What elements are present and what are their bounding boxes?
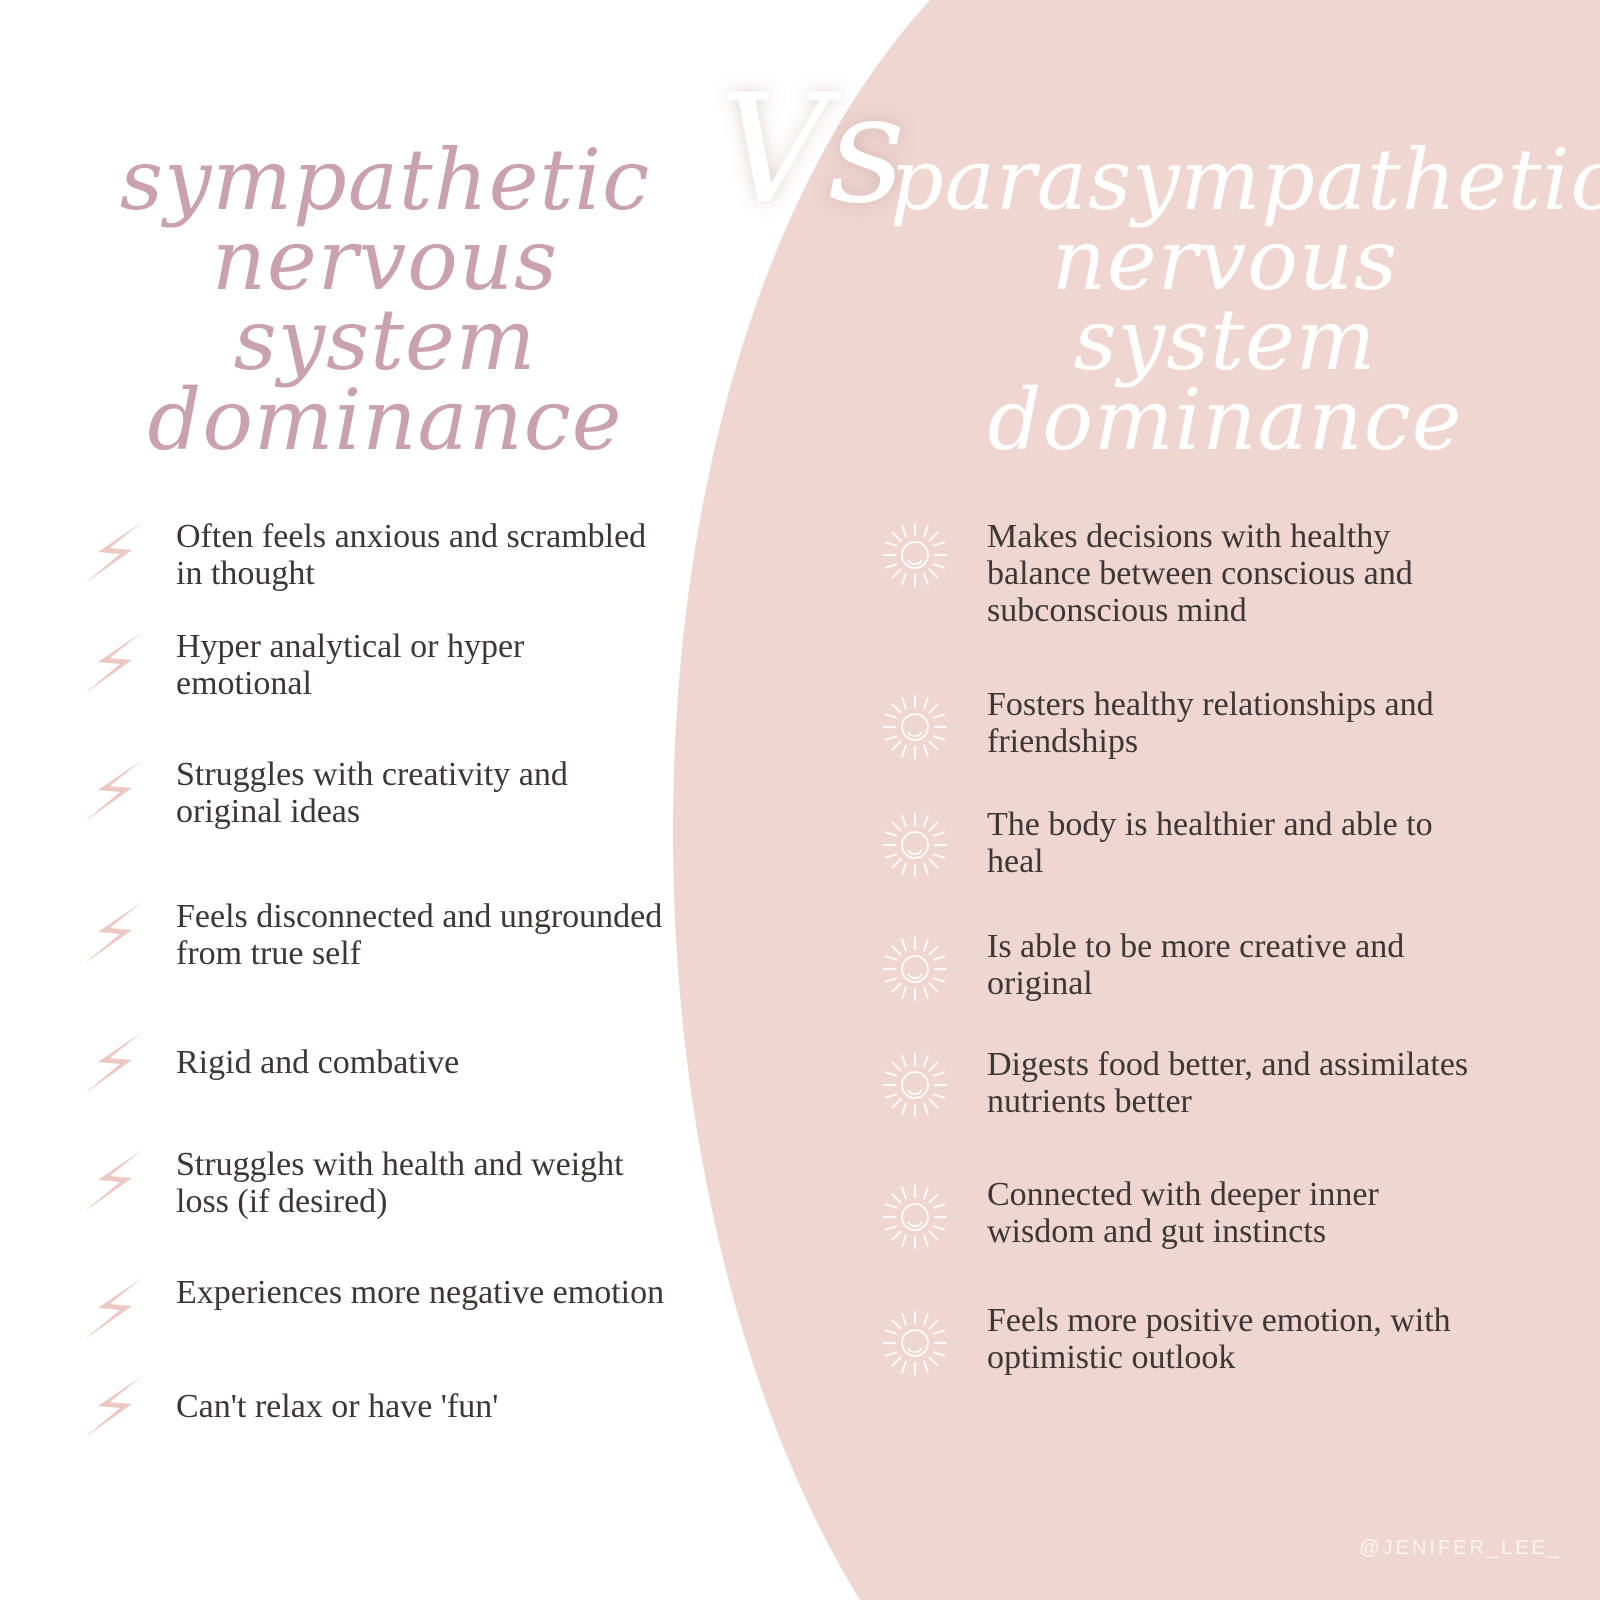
lightning-bolt-icon bbox=[84, 1278, 142, 1340]
sympathetic-title-line2: nervous system bbox=[211, 211, 559, 389]
sun-icon bbox=[883, 1311, 947, 1375]
parasympathetic-trait-text: The body is healthier and able to heal bbox=[987, 806, 1433, 880]
lightning-bolt-icon bbox=[84, 1032, 142, 1094]
sympathetic-title-line3: dominance bbox=[147, 371, 623, 469]
versus-label: Vs bbox=[720, 63, 906, 237]
lightning-bolt-icon bbox=[84, 1150, 142, 1212]
parasympathetic-trait-text: Feels more positive emotion, with optimi… bbox=[987, 1302, 1451, 1376]
sun-icon bbox=[883, 937, 947, 1001]
sympathetic-trait-text: Rigid and combative bbox=[176, 1044, 460, 1081]
sympathetic-trait-text: Can't relax or have 'fun' bbox=[176, 1388, 499, 1425]
sympathetic-trait-text: Experiences more negative emotion bbox=[176, 1274, 665, 1311]
parasympathetic-trait-text: Digests food better, and assimilates nut… bbox=[987, 1046, 1469, 1120]
sympathetic-title: sympathetic nervous system dominance bbox=[90, 138, 680, 462]
lightning-bolt-icon bbox=[84, 1376, 142, 1438]
parasympathetic-trait-text: Connected with deeper inner wisdom and g… bbox=[987, 1176, 1379, 1250]
sympathetic-trait-text: Struggles with health and weight loss (i… bbox=[176, 1146, 624, 1220]
sun-icon bbox=[883, 1053, 947, 1117]
parasympathetic-title-line2: nervous system bbox=[1051, 211, 1399, 389]
parasympathetic-trait-text: Makes decisions with healthy balance bet… bbox=[987, 518, 1413, 629]
sun-icon bbox=[883, 1185, 947, 1249]
parasympathetic-title-line3: dominance bbox=[987, 371, 1463, 469]
parasympathetic-trait-text: Is able to be more creative and original bbox=[987, 928, 1405, 1002]
parasympathetic-traits-list: Makes decisions with healthy balance bet… bbox=[880, 0, 1580, 1600]
parasympathetic-title-line1: parasympathetic bbox=[890, 131, 1600, 229]
lightning-bolt-icon bbox=[84, 902, 142, 964]
sympathetic-trait-text: Struggles with creativity and original i… bbox=[176, 756, 568, 830]
parasympathetic-trait-text: Fosters healthy relationships and friend… bbox=[987, 686, 1434, 760]
sympathetic-trait-text: Hyper analytical or hyper emotional bbox=[176, 628, 525, 702]
sympathetic-trait-text: Feels disconnected and ungrounded from t… bbox=[176, 898, 663, 972]
lightning-bolt-icon bbox=[84, 632, 142, 694]
lightning-bolt-icon bbox=[84, 760, 142, 822]
sun-icon bbox=[883, 523, 947, 587]
sympathetic-title-line1: sympathetic bbox=[119, 131, 651, 229]
watermark-handle: @JENIFER_LEE_ bbox=[1359, 1537, 1562, 1559]
sun-icon bbox=[883, 813, 947, 877]
sun-icon bbox=[883, 695, 947, 759]
sympathetic-trait-text: Often feels anxious and scrambled in tho… bbox=[176, 518, 647, 592]
parasympathetic-title: parasympathetic nervous system dominance bbox=[890, 138, 1600, 462]
lightning-bolt-icon bbox=[84, 522, 142, 584]
sympathetic-traits-list: Often feels anxious and scrambled in tho… bbox=[80, 0, 680, 1600]
